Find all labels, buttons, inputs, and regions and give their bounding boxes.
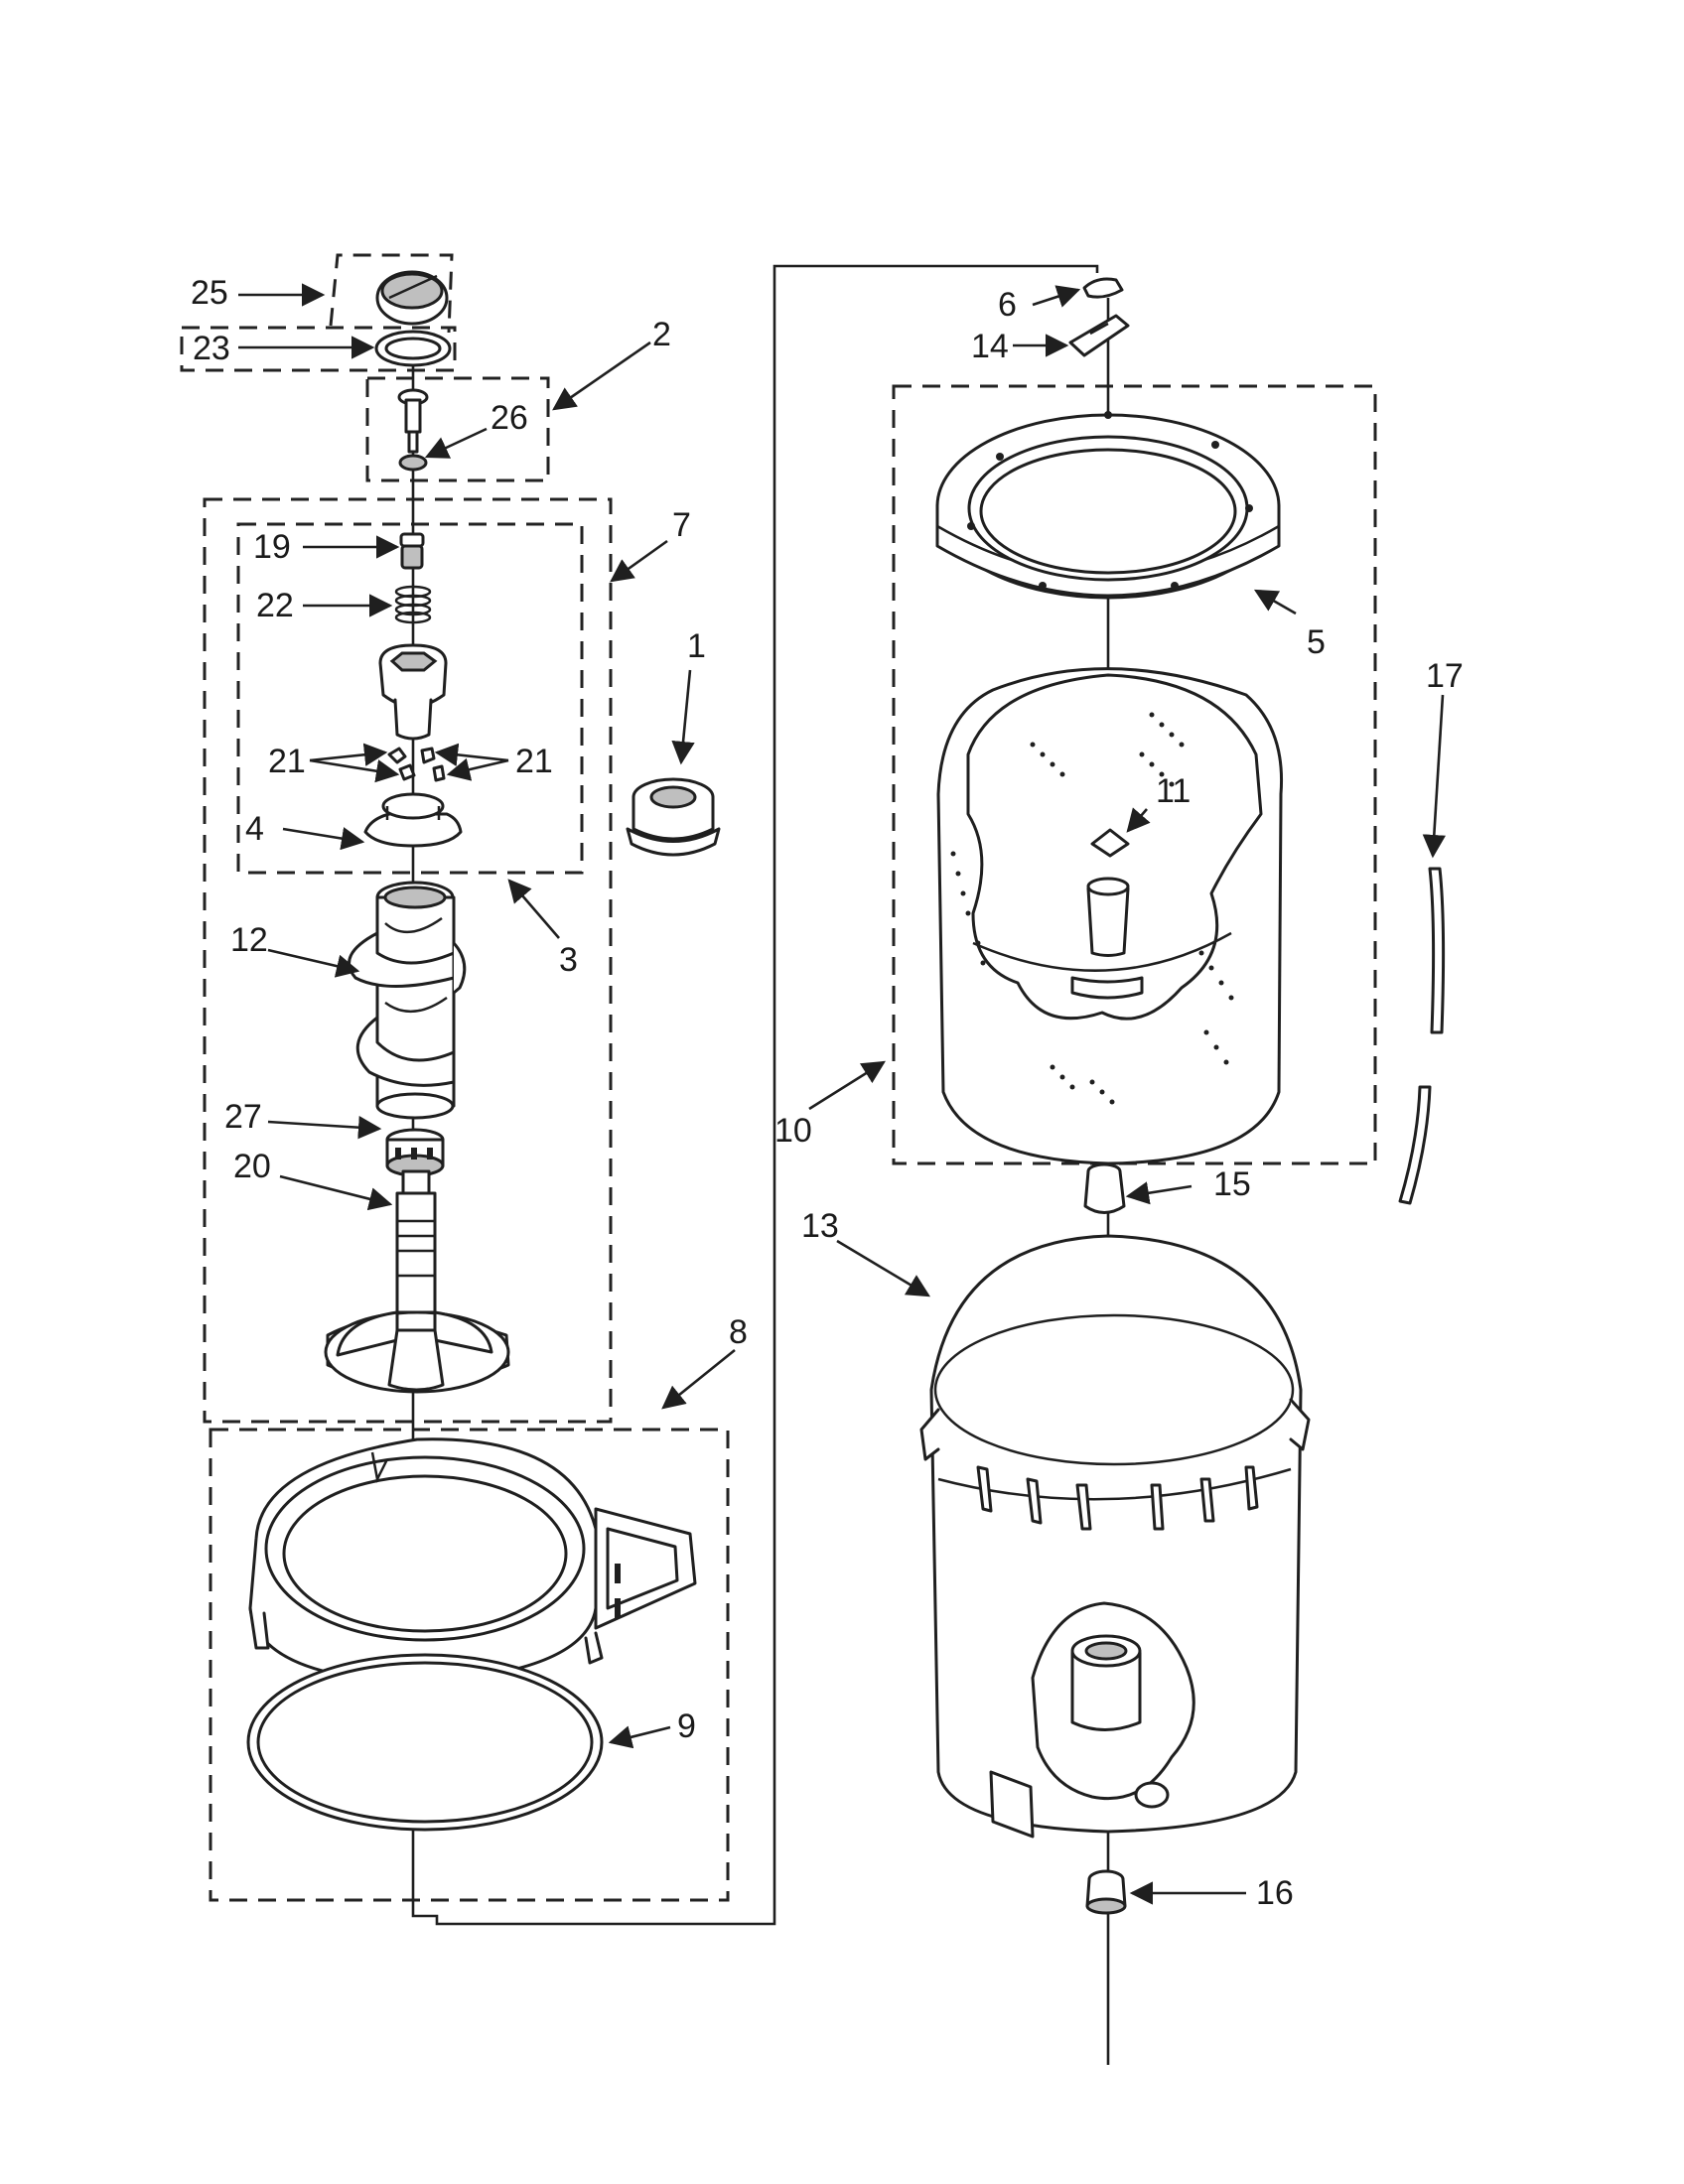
leader-13	[836, 1239, 931, 1297]
callout-27: 27	[224, 1098, 262, 1136]
callout-11: 11	[1156, 772, 1191, 810]
group-boxes	[180, 253, 1377, 1902]
leader-15	[1125, 1181, 1193, 1205]
leader-21a-1	[309, 743, 388, 766]
part-4-agitator-cap	[363, 792, 463, 848]
leader-12	[267, 948, 360, 978]
part-10-basket	[936, 667, 1284, 1165]
part-6-nut	[1082, 277, 1124, 299]
part-20-agitator-base	[324, 1169, 510, 1394]
leader-7	[610, 539, 668, 583]
group-box-25	[329, 253, 454, 334]
callout-23: 23	[193, 330, 230, 367]
part-9-gasket	[246, 1653, 604, 1832]
part-26-bolt-washer	[397, 388, 429, 472]
tub-baffles	[976, 1465, 1259, 1531]
leader-20	[279, 1174, 393, 1211]
callout-22: 22	[256, 587, 294, 624]
callout-5: 5	[1307, 623, 1326, 661]
callout-7: 7	[672, 506, 691, 544]
callout-12: 12	[230, 921, 268, 959]
part-1-bushing	[626, 777, 721, 857]
group-box-2	[365, 376, 550, 482]
part-16-plug	[1085, 1869, 1127, 1915]
leader-11	[1126, 807, 1151, 833]
part-25-cap	[375, 270, 449, 326]
callout-8: 8	[729, 1313, 748, 1351]
leader-21b-2	[446, 757, 509, 781]
leader-17	[1422, 694, 1446, 859]
callout-19: 19	[253, 528, 291, 566]
leader-5	[1253, 589, 1297, 615]
group-box-7	[203, 497, 613, 1424]
part-12-auger	[348, 881, 467, 1120]
callout-14: 14	[971, 328, 1009, 365]
callout-16: 16	[1256, 1874, 1294, 1912]
callout-4: 4	[245, 810, 264, 848]
callout-1: 1	[687, 627, 706, 665]
leader-21a-2	[309, 758, 400, 783]
callout-6: 6	[998, 286, 1017, 324]
callout-10: 10	[774, 1112, 812, 1150]
leader-2	[552, 341, 651, 411]
callout-3: 3	[559, 941, 578, 979]
callout-21-left: 21	[268, 743, 306, 780]
callout-26: 26	[491, 399, 528, 437]
callout-9: 9	[677, 1707, 696, 1745]
part-5-balance-ring	[935, 411, 1281, 600]
leader-3	[507, 879, 560, 939]
part-23-seal-ring	[374, 330, 452, 367]
leader-1	[671, 669, 695, 765]
leader-4	[282, 827, 365, 851]
part-21-dogs	[387, 747, 446, 782]
leader-21b-1	[434, 743, 509, 766]
callout-20: 20	[233, 1148, 271, 1185]
leader-6	[1032, 285, 1081, 308]
part-13-outer-tub	[919, 1234, 1311, 1839]
group-box-3	[236, 522, 584, 875]
leader-8	[661, 1348, 736, 1410]
callout-labels: 25 23 2 26 19 22 7 1 21 21 4 3 12 27 20 …	[191, 274, 1464, 1912]
callout-17: 17	[1426, 657, 1464, 695]
callout-15: 15	[1213, 1165, 1251, 1203]
callout-2: 2	[652, 316, 671, 353]
callout-13: 13	[801, 1207, 839, 1245]
part-19-cam	[399, 532, 425, 570]
leader-26	[424, 427, 488, 459]
part-15-hub	[1083, 1162, 1126, 1214]
part-14-clip	[1068, 314, 1130, 357]
basket-perforations	[950, 712, 1234, 1105]
leader-9	[608, 1725, 671, 1749]
callout-25: 25	[191, 274, 228, 312]
callout-21-right: 21	[515, 743, 553, 780]
part-17-hose	[1398, 867, 1446, 1205]
leader-27	[267, 1116, 382, 1140]
group-box-23	[180, 326, 457, 372]
part-27-bearing	[385, 1128, 445, 1177]
group-box-8	[209, 1428, 730, 1902]
part-8-tub-ring	[248, 1437, 697, 1709]
leader-10	[808, 1060, 886, 1111]
leader-lines	[238, 283, 1446, 1905]
part-cam-housing	[378, 643, 448, 741]
part-22-spring	[394, 585, 432, 624]
